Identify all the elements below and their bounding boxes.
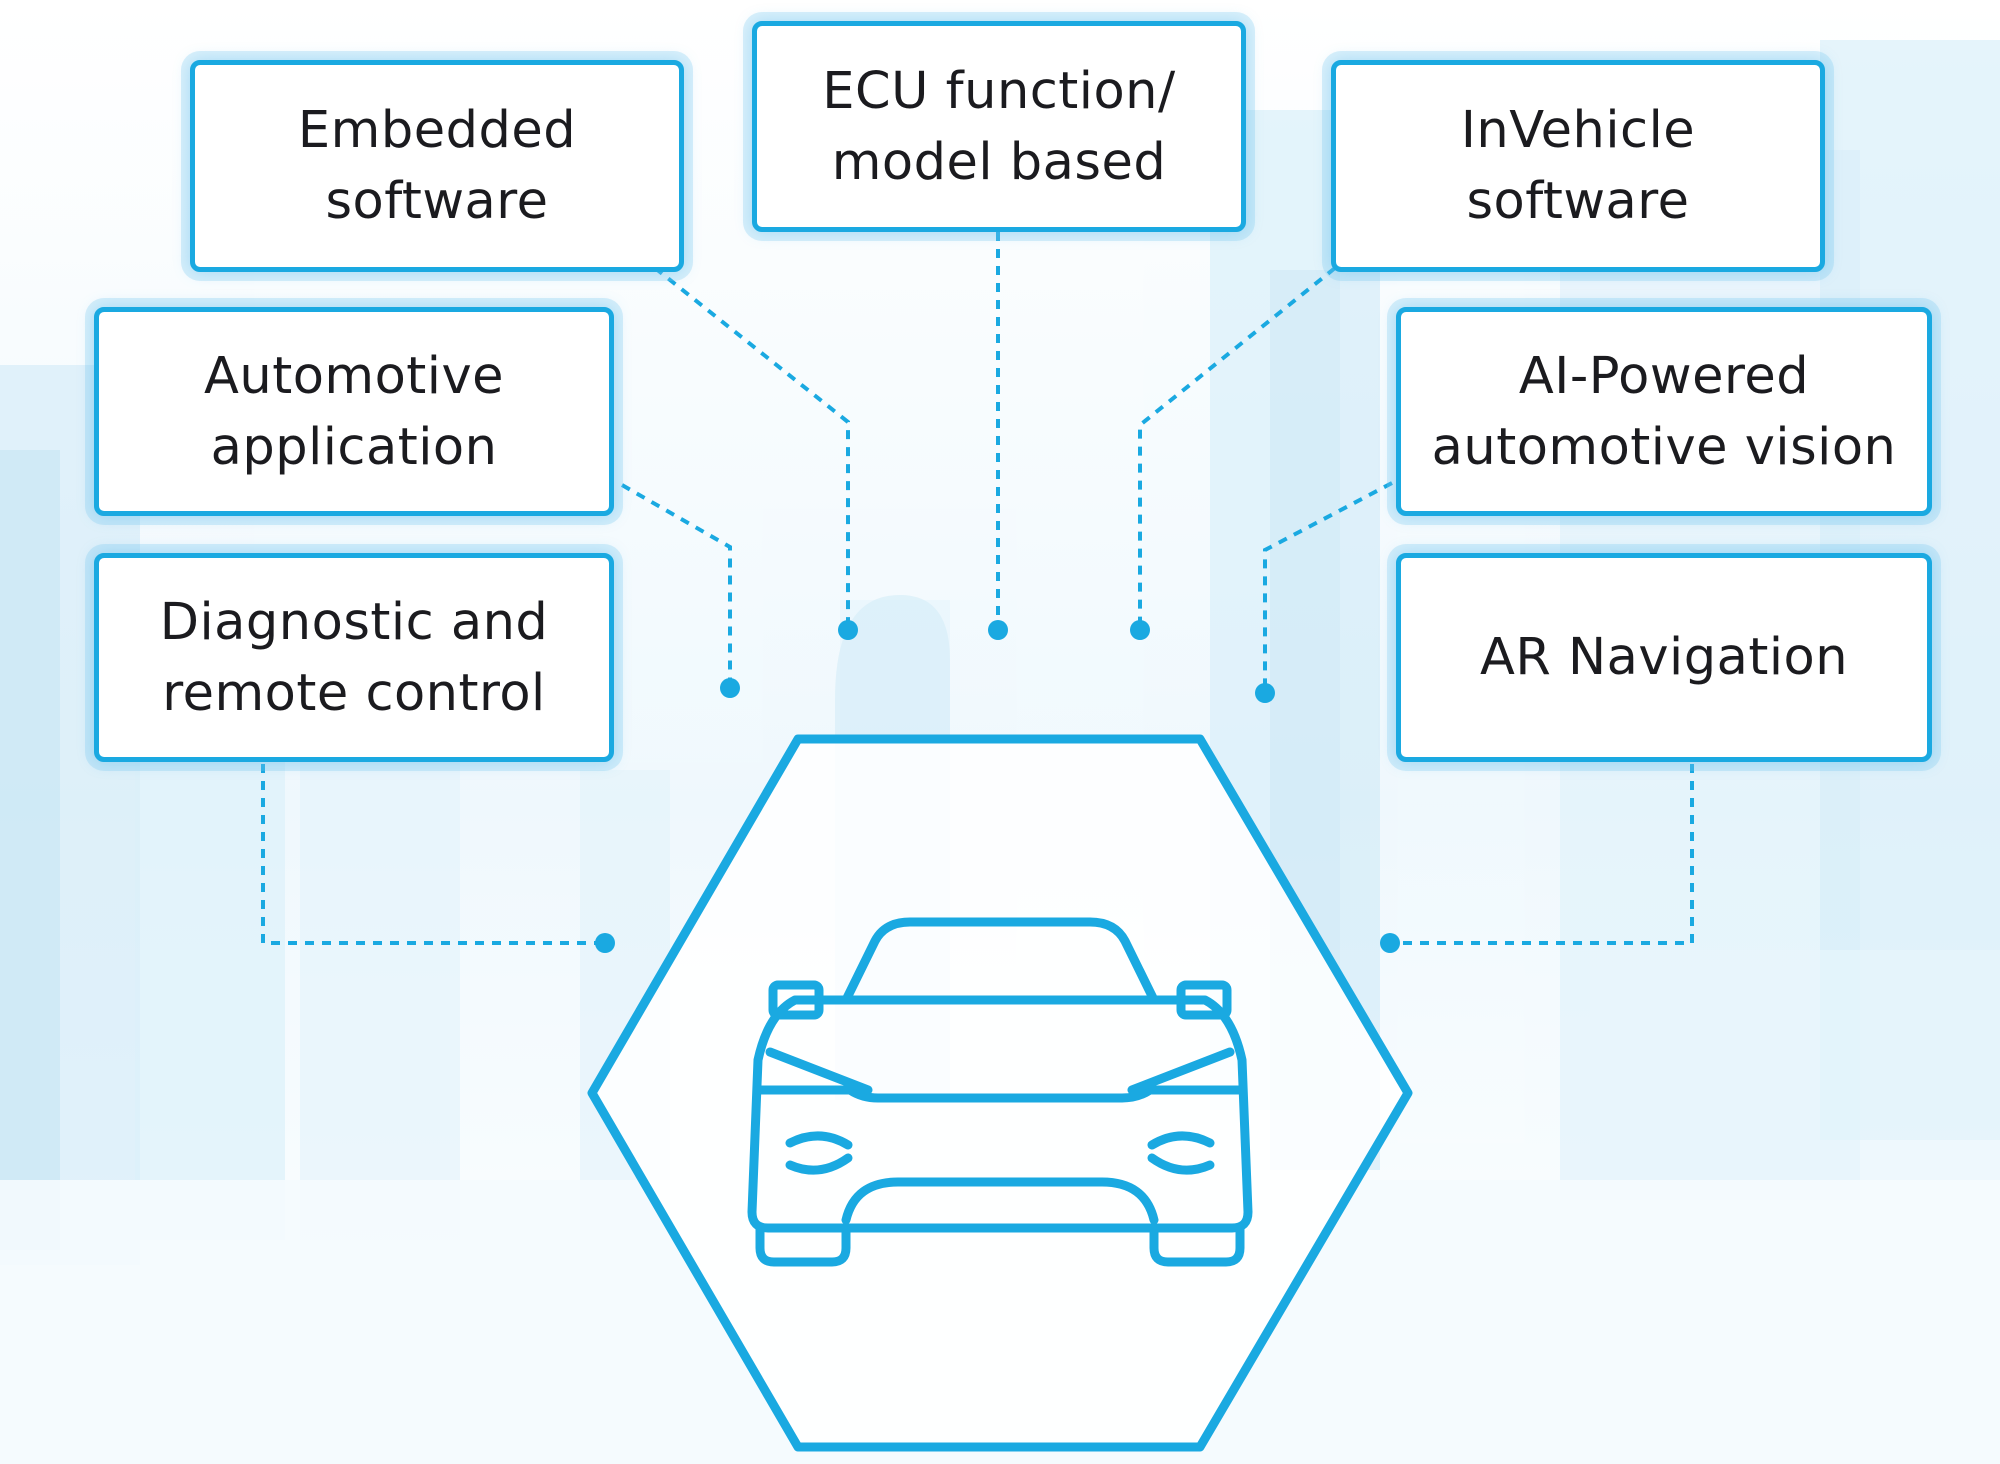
- headlight-right: [1127, 1047, 1235, 1095]
- connector-diagnostic: [261, 764, 605, 945]
- wheel-left: [755, 1223, 851, 1267]
- node-ar-navigation: AR Navigation: [1396, 553, 1932, 762]
- node-ecu-function: ECU function/model based: [752, 21, 1246, 232]
- endpoint-dot: [1255, 683, 1275, 703]
- front-bumper-intake: [841, 1177, 1159, 1225]
- mirror-right: [1176, 980, 1232, 1020]
- connectors: [261, 232, 1694, 945]
- endpoint-dot: [1130, 620, 1150, 640]
- connector-ai: [1263, 481, 1393, 693]
- mirror-left: [768, 980, 824, 1020]
- building: [135, 760, 285, 1240]
- node-label: AR Navigation: [1479, 628, 1849, 687]
- endpoint-dot: [595, 933, 615, 953]
- endpoint-dot: [1380, 933, 1400, 953]
- headlight-left: [765, 1047, 873, 1095]
- hub-hexagon: [587, 734, 1413, 1452]
- car-front-icon: [747, 917, 1253, 1267]
- fog-light-left: [785, 1153, 853, 1175]
- car-roof: [841, 917, 1159, 1005]
- fog-light-right: [1147, 1131, 1215, 1150]
- connector-ar: [1390, 764, 1694, 945]
- wheel-right: [1149, 1223, 1245, 1267]
- endpoint-dot: [720, 678, 740, 698]
- fog-light-left: [785, 1131, 853, 1150]
- connector-automotive: [621, 483, 732, 688]
- node-label: ECU function/model based: [822, 61, 1176, 192]
- car-body: [747, 995, 1253, 1233]
- building: [1590, 950, 2000, 1200]
- endpoint-dot: [988, 620, 1008, 640]
- endpoint-dot: [838, 620, 858, 640]
- car-grille-line: [753, 1085, 1247, 1103]
- connector-endpoints: [595, 620, 1400, 953]
- building: [0, 450, 60, 1250]
- fog-light-right: [1147, 1153, 1215, 1175]
- connector-embedded: [653, 266, 850, 630]
- building: [300, 680, 460, 1240]
